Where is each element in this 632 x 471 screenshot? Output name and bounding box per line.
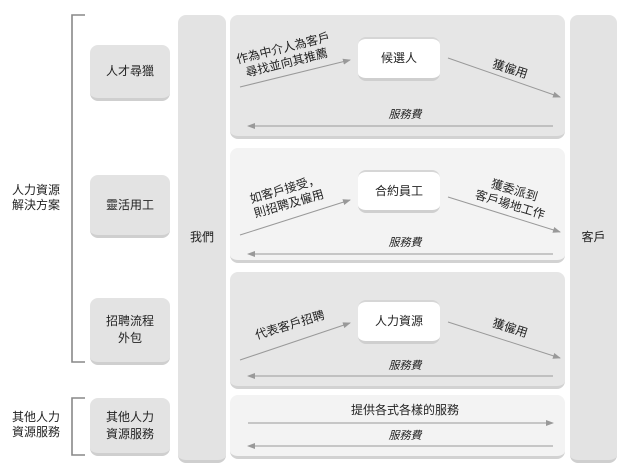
fee-label: 服務費 <box>388 108 422 121</box>
service-label: 招聘流程 <box>105 314 154 328</box>
us-label: 我們 <box>189 230 214 244</box>
label-line: 資源服務 <box>11 425 60 439</box>
client-label: 客戶 <box>581 230 606 244</box>
row2-fee: 服務費 <box>375 235 435 250</box>
fee-label: 服務費 <box>388 429 422 442</box>
label-line: 其他人力 <box>11 410 60 424</box>
arrow <box>447 321 561 359</box>
center-label: 合約員工 <box>374 183 423 198</box>
center-label: 候選人 <box>380 51 417 65</box>
fee-label: 服務費 <box>388 236 422 249</box>
service-box-other: 其他人力資源服務 <box>90 398 170 456</box>
arrow <box>239 199 351 236</box>
arrow <box>239 58 351 88</box>
center-label: 人力資源 <box>374 314 423 328</box>
service-label: 人才尋獵 <box>105 64 154 78</box>
us-column: 我們 <box>178 15 226 463</box>
solutions-label: 人力資源解決方案 <box>6 183 66 213</box>
hr-box: 人力資源 <box>358 300 440 344</box>
service-label: 外包 <box>117 331 142 345</box>
candidate-box: 候選人 <box>358 37 440 81</box>
arrow <box>447 57 561 98</box>
panel-other <box>230 395 565 459</box>
other-services-label: 其他人力資源服務 <box>6 410 66 440</box>
row4-fee: 服務費 <box>375 428 435 443</box>
service-label: 靈活用工 <box>105 197 154 212</box>
bracket-solutions <box>71 14 85 363</box>
row1-fee: 服務費 <box>375 107 435 122</box>
service-label: 其他人力 <box>105 409 154 424</box>
row3-fee: 服務費 <box>375 358 435 373</box>
service-label: 資源服務 <box>105 426 154 441</box>
service-box-flexible-staffing: 靈活用工 <box>90 175 170 238</box>
client-column: 客戶 <box>570 15 617 463</box>
text-line: 提供各式各樣的服務 <box>350 403 459 417</box>
arrow <box>447 196 561 233</box>
service-box-rpo: 招聘流程外包 <box>90 298 170 365</box>
panel-headhunting <box>230 15 565 139</box>
service-box-headhunting: 人才尋獵 <box>90 45 170 101</box>
arrow <box>239 322 351 361</box>
fee-label: 服務費 <box>388 359 422 372</box>
label-line: 解決方案 <box>11 198 60 212</box>
contract-staff-box: 合約員工 <box>358 170 440 213</box>
label-line: 人力資源 <box>11 183 60 197</box>
row4-service-text: 提供各式各樣的服務 <box>335 403 475 418</box>
bracket-other <box>71 397 85 456</box>
